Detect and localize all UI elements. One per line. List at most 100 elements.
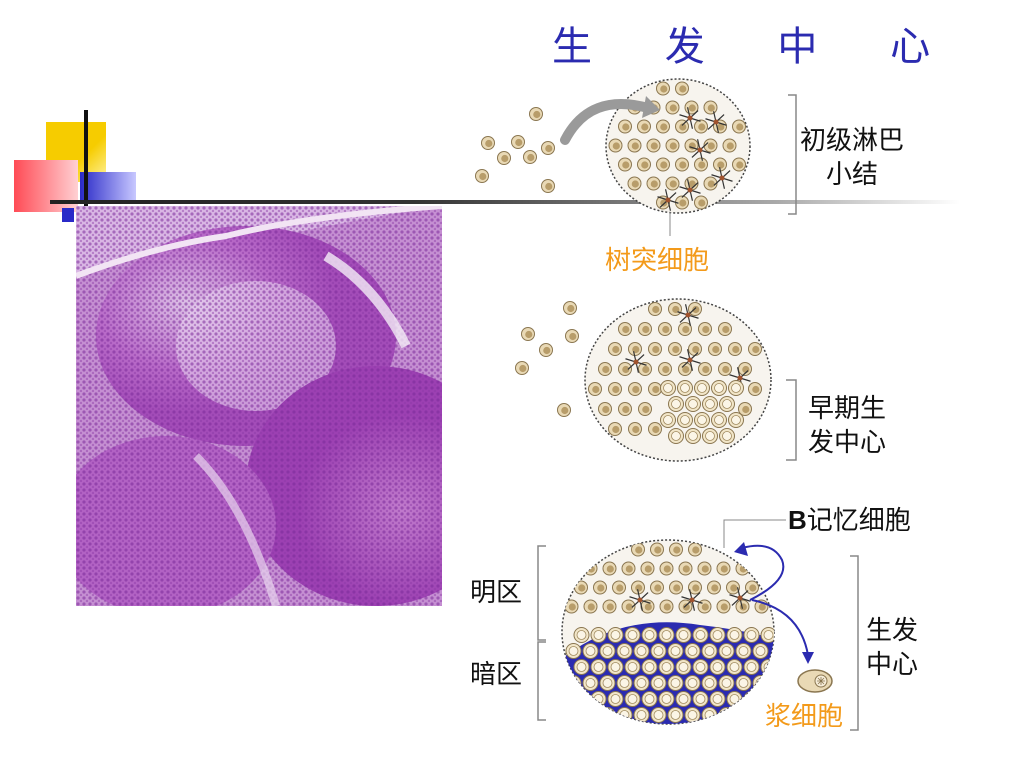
label-dark-zone: 暗区 xyxy=(470,660,523,690)
nucleus-icon xyxy=(749,584,757,592)
label-germinal-center-text: 生发 中心 xyxy=(866,616,919,680)
nucleus-icon xyxy=(545,144,553,153)
dendritic-nucleus-icon xyxy=(687,187,693,193)
nucleus-icon xyxy=(635,546,643,554)
nucleus-icon xyxy=(641,123,649,131)
early-gc-diagram xyxy=(584,298,772,462)
nucleus-icon xyxy=(702,325,710,334)
dendritic-nucleus-icon xyxy=(689,597,695,603)
centroblast-icon xyxy=(760,659,774,675)
label-primary-nodule-text: 初级淋巴 小结 xyxy=(800,126,905,190)
nucleus-icon xyxy=(625,603,633,611)
dendritic-cell-icon xyxy=(711,167,733,189)
dendritic-cell-icon xyxy=(681,589,703,611)
nucleus-icon xyxy=(642,405,650,414)
nucleus-icon xyxy=(672,345,680,354)
nucleus-icon xyxy=(650,142,658,150)
dendritic-nucleus-icon xyxy=(665,197,671,203)
nucleus-icon xyxy=(701,565,709,573)
centroblast-icon xyxy=(573,691,590,707)
nucleus-icon xyxy=(644,565,652,573)
label-dendritic-cell: 树突细胞 xyxy=(605,246,710,276)
nucleus-icon xyxy=(515,138,523,147)
nucleus-icon xyxy=(722,325,730,334)
nucleus-icon xyxy=(660,85,668,93)
dendritic-cell-icon xyxy=(629,589,651,611)
nucleus-icon xyxy=(662,325,670,334)
nucleus-icon xyxy=(612,385,620,394)
nucleus-icon xyxy=(720,603,728,611)
nucleus-icon xyxy=(561,406,569,415)
dendritic-nucleus-icon xyxy=(737,595,743,601)
plasma-arrow-icon xyxy=(751,599,809,656)
nucleus-icon xyxy=(602,405,610,414)
nucleus-icon xyxy=(569,332,577,341)
bracket-gc xyxy=(850,555,859,731)
nucleus-icon xyxy=(612,425,620,434)
nucleus-icon xyxy=(717,161,725,169)
dendritic-nucleus-icon xyxy=(713,119,719,125)
nucleus-icon xyxy=(673,584,681,592)
curved-arrow-icon xyxy=(560,99,653,145)
nucleus-icon xyxy=(707,104,715,112)
dendritic-cell-icon xyxy=(677,304,699,326)
nucleus-icon xyxy=(602,365,610,374)
nucleus-icon xyxy=(519,364,527,373)
dendritic-nucleus-icon xyxy=(687,357,693,363)
label-early-gc: 早期生 发中心 xyxy=(808,392,886,460)
nucleus-icon xyxy=(612,142,620,150)
histology-micrograph xyxy=(76,206,442,606)
nucleus-icon xyxy=(525,330,533,339)
nucleus-icon xyxy=(533,110,541,119)
nucleus-icon xyxy=(669,104,677,112)
nucleus-icon xyxy=(587,603,595,611)
nucleus-icon xyxy=(679,161,687,169)
nucleus-icon xyxy=(662,365,670,374)
label-light-zone: 明区 xyxy=(470,578,523,608)
nucleus-icon xyxy=(679,199,687,207)
nucleus-icon xyxy=(568,603,576,611)
nucleus-icon xyxy=(698,161,706,169)
label-b-memory-prefix: B xyxy=(788,505,807,535)
nucleus-icon xyxy=(632,385,640,394)
nucleus-icon xyxy=(702,365,710,374)
centroblast-icon xyxy=(565,707,582,723)
nucleus-icon xyxy=(652,345,660,354)
nucleus-icon xyxy=(652,305,660,314)
nucleus-icon xyxy=(712,345,720,354)
nucleus-icon xyxy=(631,180,639,188)
nucleus-icon xyxy=(616,584,624,592)
nucleus-icon xyxy=(707,142,715,150)
nucleus-icon xyxy=(652,385,660,394)
nucleus-icon xyxy=(543,346,551,355)
blue-small-square-icon xyxy=(62,208,74,222)
centroblast-icon xyxy=(718,707,735,723)
nucleus-icon xyxy=(692,584,700,592)
nucleus-icon xyxy=(736,123,744,131)
nucleus-icon xyxy=(642,325,650,334)
nucleus-icon xyxy=(654,546,662,554)
dendritic-cell-icon xyxy=(729,587,751,609)
bracket-early xyxy=(786,379,797,461)
centroblast-icon xyxy=(565,675,582,691)
nucleus-icon xyxy=(752,345,760,354)
nucleus-icon xyxy=(682,603,690,611)
nucleus-icon xyxy=(682,365,690,374)
page-title: 生 发 中 心 xyxy=(552,24,961,70)
nucleus-icon xyxy=(742,405,750,414)
nucleus-icon xyxy=(587,565,595,573)
label-b-memory-suffix: 记忆细胞 xyxy=(806,506,911,536)
centroblast-icon xyxy=(743,691,760,707)
dendritic-nucleus-icon xyxy=(737,375,743,381)
nucleus-icon xyxy=(644,603,652,611)
dendritic-nucleus-icon xyxy=(633,359,639,365)
dendritic-cell-icon xyxy=(657,189,679,211)
nucleus-icon xyxy=(632,425,640,434)
nucleus-icon xyxy=(660,123,668,131)
nucleus-icon xyxy=(606,565,614,573)
nucleus-icon xyxy=(660,161,668,169)
nucleus-icon xyxy=(698,123,706,131)
primary-nodule-diagram xyxy=(605,78,751,214)
nucleus-icon xyxy=(622,325,630,334)
